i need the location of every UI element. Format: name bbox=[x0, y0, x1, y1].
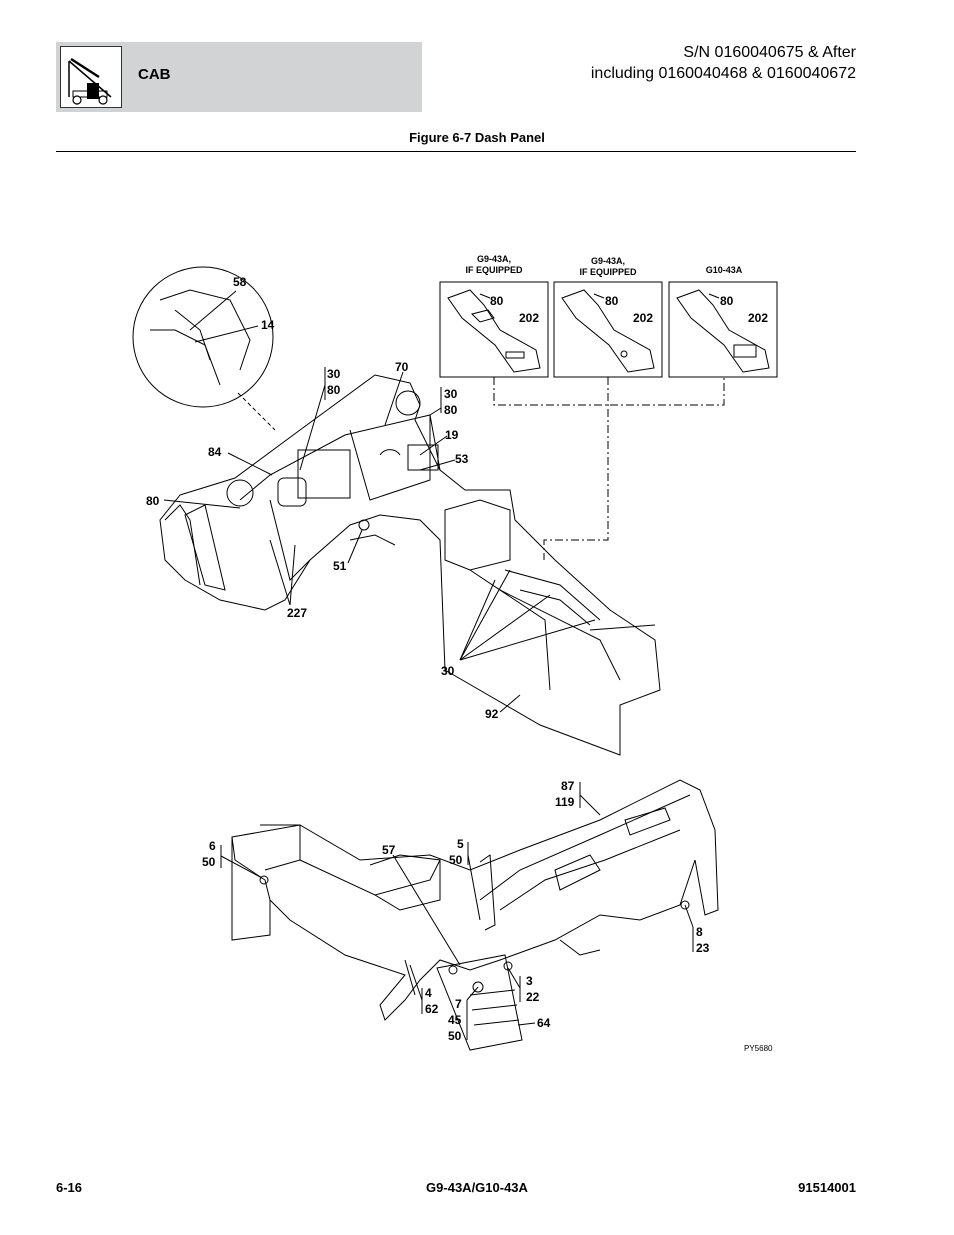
header-band: CAB bbox=[56, 42, 422, 112]
callout-92: 92 bbox=[485, 707, 499, 721]
callout-30-c: 30 bbox=[441, 664, 455, 678]
callout-19: 19 bbox=[445, 428, 459, 442]
callout-51: 51 bbox=[333, 559, 347, 573]
callout-8: 8 bbox=[696, 925, 703, 939]
callout-80-c: 80 bbox=[146, 494, 160, 508]
model-number: G9-43A/G10-43A bbox=[426, 1180, 528, 1195]
callout-64: 64 bbox=[537, 1016, 551, 1030]
dash-panel-main bbox=[159, 374, 661, 756]
callout-57: 57 bbox=[382, 843, 396, 857]
dash-panel-rear bbox=[231, 779, 719, 1051]
callout-variant-2-202: 202 bbox=[633, 311, 653, 325]
callout-22: 22 bbox=[526, 990, 540, 1004]
callout-5: 5 bbox=[457, 837, 464, 851]
callout-227: 227 bbox=[287, 606, 307, 620]
callout-variant-1-202: 202 bbox=[519, 311, 539, 325]
callout-variant-2-80: 80 bbox=[605, 294, 619, 308]
page-number: 6-16 bbox=[56, 1180, 83, 1195]
variant-2-label-line2: IF EQUIPPED bbox=[579, 267, 637, 277]
callout-3: 3 bbox=[526, 974, 533, 988]
telehandler-icon bbox=[60, 46, 122, 108]
callout-variant-1-80: 80 bbox=[490, 294, 504, 308]
callout-80-a: 80 bbox=[327, 383, 341, 397]
section-title: CAB bbox=[138, 66, 171, 83]
callout-50-a: 50 bbox=[202, 855, 216, 869]
callout-6: 6 bbox=[209, 839, 216, 853]
callout-30-a: 30 bbox=[327, 367, 341, 381]
drawing-code: PY5680 bbox=[744, 1044, 773, 1053]
top-leaders bbox=[163, 290, 596, 713]
variant-1-label-line1: G9-43A, bbox=[477, 254, 511, 264]
detail-circle bbox=[132, 266, 276, 431]
part-number: 91514001 bbox=[798, 1180, 856, 1195]
variant-3-label: G10-43A bbox=[706, 265, 743, 275]
variant-box-3 bbox=[668, 281, 778, 378]
callout-14: 14 bbox=[261, 318, 275, 332]
bottom-leaders bbox=[220, 782, 694, 1040]
callout-50-b: 50 bbox=[449, 853, 463, 867]
callout-119: 119 bbox=[555, 795, 575, 809]
callout-45: 45 bbox=[448, 1013, 462, 1027]
callout-70: 70 bbox=[395, 360, 409, 374]
serial-range: S/N 0160040675 & After including 0160040… bbox=[591, 42, 856, 84]
callout-84: 84 bbox=[208, 445, 222, 459]
variant-1-label-line2: IF EQUIPPED bbox=[465, 265, 523, 275]
variant-2-label-line1: G9-43A, bbox=[591, 256, 625, 266]
callout-4: 4 bbox=[425, 986, 432, 1000]
callout-7: 7 bbox=[455, 997, 462, 1011]
header-divider bbox=[56, 151, 856, 152]
callout-50-c: 50 bbox=[448, 1029, 462, 1043]
callout-53: 53 bbox=[455, 452, 469, 466]
callout-58: 58 bbox=[233, 275, 247, 289]
callout-30-b: 30 bbox=[444, 387, 458, 401]
serial-line-2: including 0160040468 & 0160040672 bbox=[590, 65, 856, 82]
figure-title: Figure 6-7 Dash Panel bbox=[409, 130, 545, 145]
callout-62: 62 bbox=[425, 1002, 439, 1016]
serial-line-1: S/N 0160040675 & After bbox=[683, 44, 856, 61]
callout-80-b: 80 bbox=[444, 403, 458, 417]
variant-connector bbox=[493, 377, 725, 560]
callout-87: 87 bbox=[561, 779, 575, 793]
callout-23: 23 bbox=[696, 941, 710, 955]
callout-variant-3-202: 202 bbox=[748, 311, 768, 325]
callout-variant-3-80: 80 bbox=[720, 294, 734, 308]
